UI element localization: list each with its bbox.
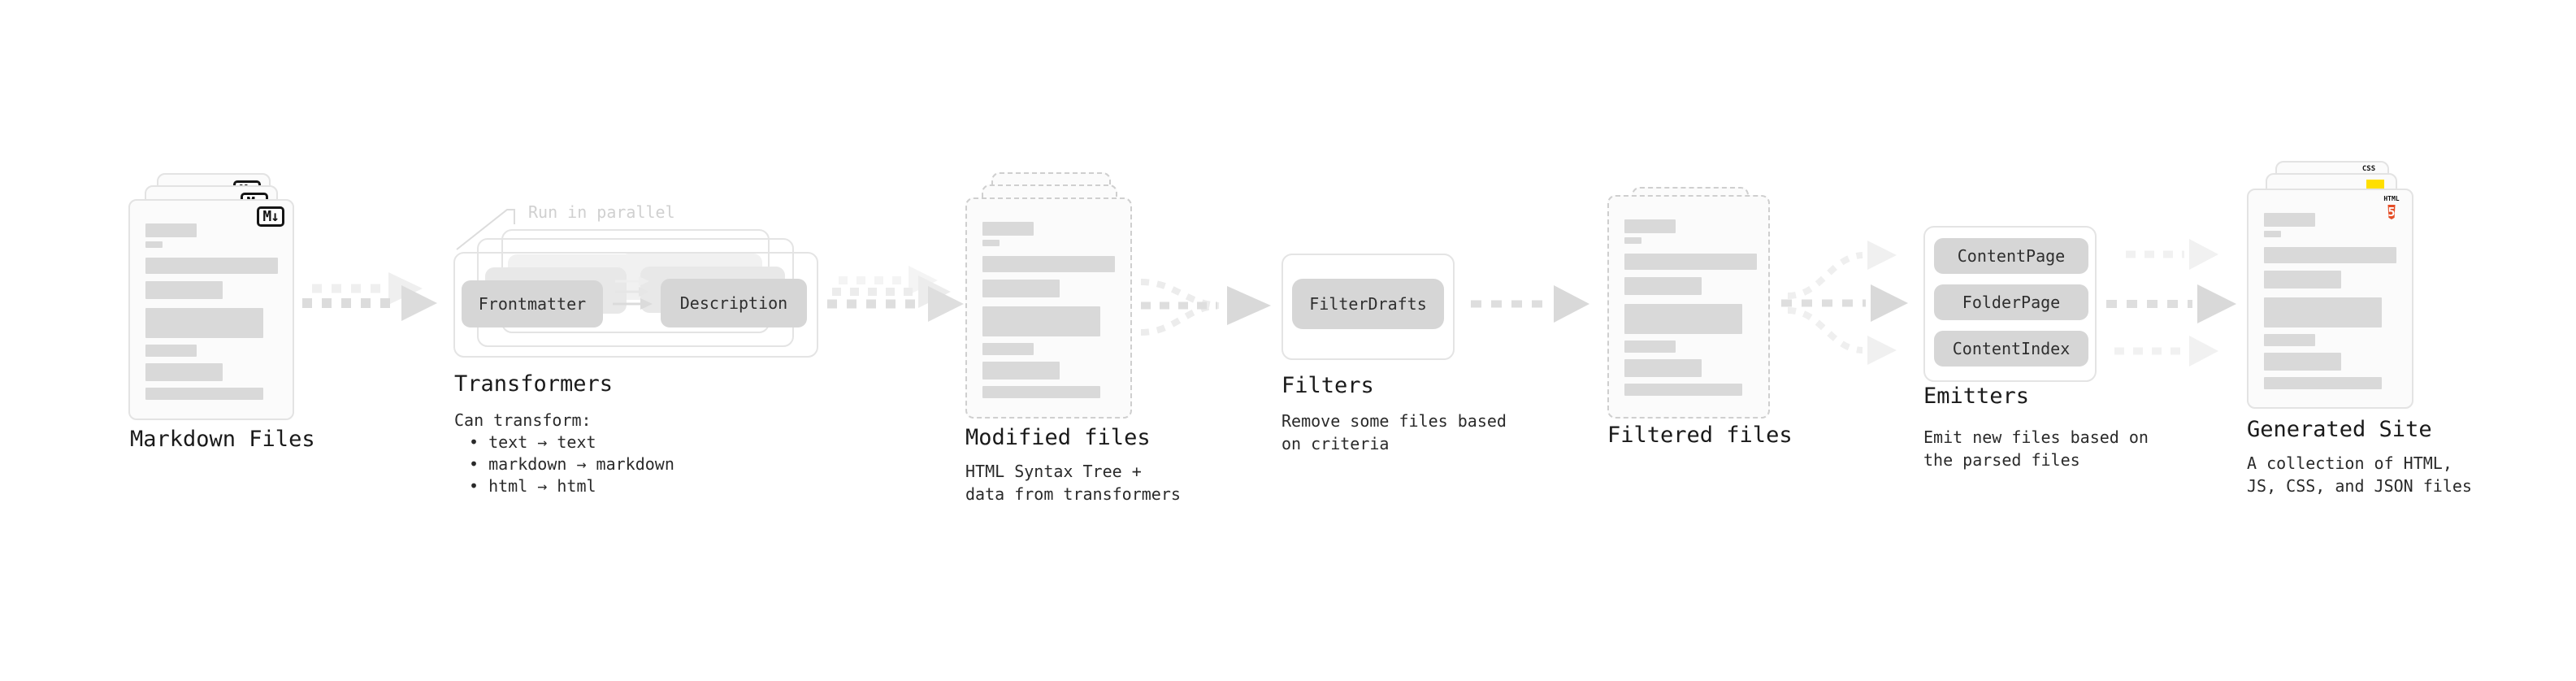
modified-files-label: Modified files <box>965 425 1151 450</box>
filters-description-line1: Remove some files based <box>1281 411 1507 431</box>
filters-description: Remove some files based on criteria <box>1281 410 1507 455</box>
modified-file-card <box>965 197 1132 419</box>
file-content-placeholder <box>2264 213 2396 389</box>
placeholder-line <box>2264 334 2315 346</box>
placeholder-line <box>2264 213 2315 227</box>
file-content-placeholder <box>1624 219 1757 396</box>
placeholder-line <box>145 241 163 248</box>
placeholder-line <box>1624 277 1702 295</box>
generated-site-label: Generated Site <box>2247 417 2432 442</box>
arrow-transformers-to-modified <box>827 266 964 322</box>
contentindex-pill: ContentIndex <box>1934 331 2088 367</box>
emitters-description-line1: Emit new files based on <box>1923 427 2149 447</box>
placeholder-line <box>145 345 197 357</box>
arrow-emitters-to-generated <box>2106 239 2236 367</box>
markdown-icon: M↓ <box>257 206 284 227</box>
placeholder-line <box>982 280 1060 297</box>
filterdrafts-pill: FilterDrafts <box>1292 279 1444 329</box>
placeholder-line <box>145 308 263 338</box>
placeholder-line <box>1624 359 1702 377</box>
modified-files-description-line2: data from transformers <box>965 484 1181 504</box>
arrow-modified-to-filters <box>1140 279 1271 336</box>
placeholder-line <box>2264 377 2382 389</box>
contentpage-pill: ContentPage <box>1934 238 2088 274</box>
modified-files-description: HTML Syntax Tree + data from transformer… <box>965 460 1181 505</box>
placeholder-line <box>145 223 197 237</box>
filtered-files-label: Filtered files <box>1607 423 1793 448</box>
placeholder-line <box>982 362 1060 380</box>
placeholder-line <box>145 388 263 400</box>
placeholder-line <box>145 258 278 274</box>
filters-description-line2: on criteria <box>1281 434 1390 453</box>
placeholder-line <box>1624 237 1641 244</box>
placeholder-line <box>145 363 223 381</box>
placeholder-line <box>1624 219 1676 233</box>
transformers-intro: Can transform: <box>454 410 592 430</box>
placeholder-line <box>982 240 1000 246</box>
placeholder-line <box>1624 384 1742 396</box>
placeholder-line <box>982 256 1115 272</box>
placeholder-line <box>982 306 1100 336</box>
placeholder-line <box>982 222 1034 236</box>
file-content-placeholder <box>982 222 1115 398</box>
placeholder-line <box>982 343 1034 355</box>
css-badge-text: CSS <box>2361 165 2376 173</box>
transformers-bullet-2: • markdown → markdown <box>469 454 674 474</box>
generated-site-description-line1: A collection of HTML, <box>2247 453 2452 473</box>
placeholder-line <box>982 386 1100 398</box>
javascript-icon <box>2366 180 2384 189</box>
transformers-bullet-1: • text → text <box>469 432 596 452</box>
transformer-box-front <box>453 252 818 358</box>
placeholder-line <box>2264 353 2341 371</box>
transformers-bullet-3: • html → html <box>469 476 596 496</box>
generated-site-description: A collection of HTML, JS, CSS, and JSON … <box>2247 452 2472 497</box>
placeholder-line <box>145 281 223 299</box>
generated-file-card: HTML 5 <box>2247 189 2413 409</box>
emitters-description: Emit new files based on the parsed files <box>1923 426 2149 471</box>
file-content-placeholder <box>145 223 278 400</box>
html5-icon: HTML 5 <box>2381 195 2402 223</box>
placeholder-line <box>2264 231 2281 237</box>
placeholder-line <box>2264 247 2396 263</box>
run-in-parallel-annotation: Run in parallel <box>528 202 675 222</box>
html5-shield: 5 <box>2387 205 2396 219</box>
emitters-label: Emitters <box>1923 384 2030 409</box>
description-pill: Description <box>661 279 807 327</box>
placeholder-line <box>1624 304 1742 334</box>
filtered-file-card <box>1607 195 1770 419</box>
placeholder-line <box>1624 340 1676 353</box>
folderpage-pill: FolderPage <box>1934 284 2088 320</box>
frontmatter-pill: Frontmatter <box>462 280 603 327</box>
modified-files-description-line1: HTML Syntax Tree + <box>965 462 1142 481</box>
html5-badge-text: HTML <box>2383 195 2400 202</box>
arrow-filters-to-filtered <box>1471 285 1589 323</box>
markdown-file-card: M↓ <box>128 199 294 420</box>
generated-site-description-line2: JS, CSS, and JSON files <box>2247 476 2472 496</box>
emitters-description-line2: the parsed files <box>1923 450 2080 470</box>
placeholder-line <box>2264 297 2382 327</box>
markdown-files-label: Markdown Files <box>130 427 315 452</box>
filters-label: Filters <box>1281 373 1374 398</box>
transformers-label: Transformers <box>454 371 614 397</box>
placeholder-line <box>1624 254 1757 270</box>
arrow-markdown-to-transformers <box>302 272 437 321</box>
arrow-filtered-to-emitters <box>1781 241 1908 365</box>
placeholder-line <box>2264 271 2341 288</box>
